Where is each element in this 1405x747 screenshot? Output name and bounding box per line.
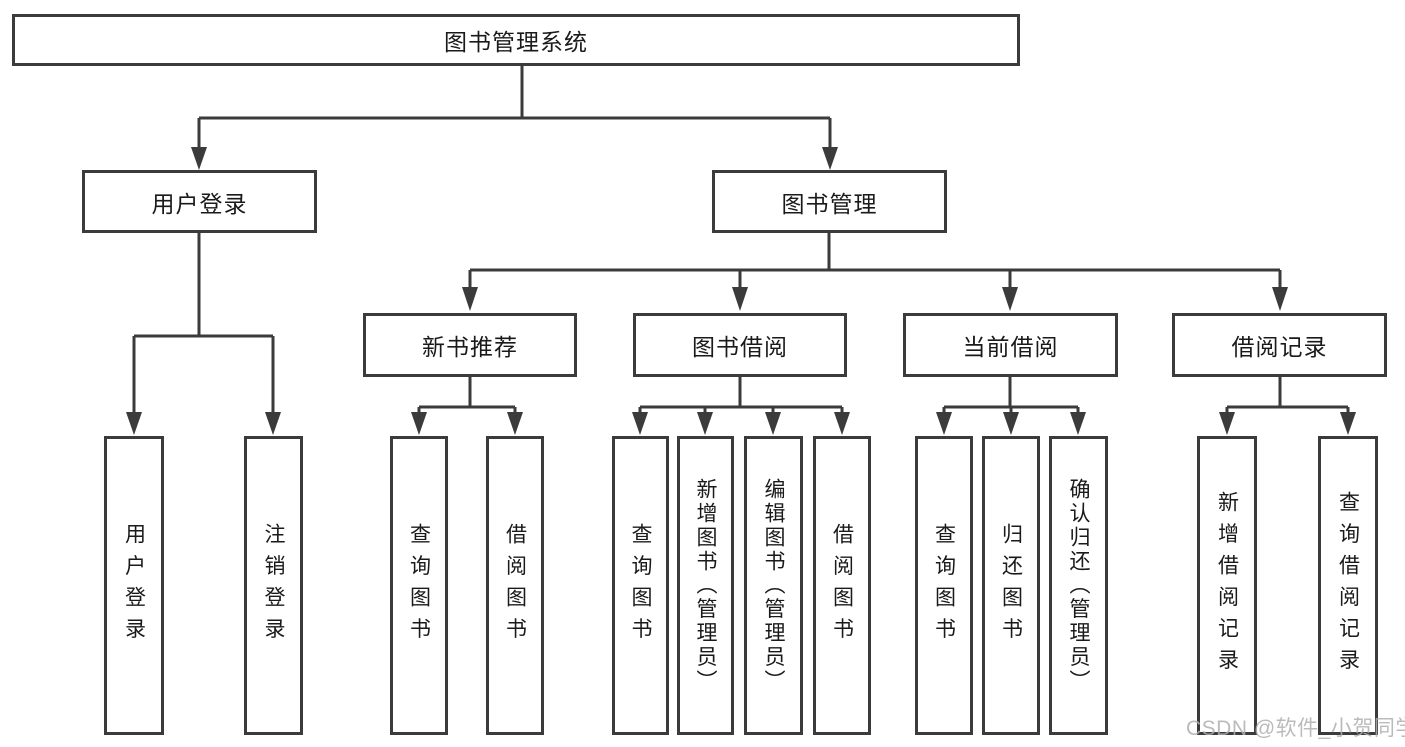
node-root: 图书管理系统: [12, 14, 1020, 66]
node-current-borrowing-label: 当前借阅: [962, 334, 1059, 360]
leaf-user-login: 用户登录: [104, 436, 164, 735]
leaf-add-books-admin: 新增图书（管理员）: [677, 436, 734, 735]
leaf-confirm-return-admin: 确认归还（管理员）: [1049, 436, 1108, 735]
node-current-borrowing: 当前借阅: [903, 313, 1118, 377]
leaf-logout-label: 注销登录: [262, 522, 285, 649]
node-user-login-label: 用户登录: [151, 190, 248, 217]
leaf-borrowing-query-books-label: 查询图书: [629, 522, 652, 649]
leaf-return-books-label: 归还图书: [999, 522, 1023, 649]
leaf-edit-books-admin-label: 编辑图书（管理员）: [762, 477, 785, 694]
leaf-borrowing-borrow-books: 借阅图书: [813, 436, 871, 735]
node-borrow-records: 借阅记录: [1172, 313, 1387, 377]
leaf-borrowing-borrow-books-label: 借阅图书: [830, 522, 854, 649]
leaf-borrowing-query-books: 查询图书: [612, 436, 669, 735]
leaf-recommend-query-books: 查询图书: [390, 436, 448, 735]
node-book-management: 图书管理: [712, 170, 947, 233]
node-new-book-recommend-label: 新书推荐: [422, 334, 518, 360]
node-book-borrowing: 图书借阅: [633, 313, 847, 377]
leaf-recommend-borrow-books-label: 借阅图书: [503, 522, 527, 649]
leaf-current-query-books: 查询图书: [915, 436, 973, 735]
leaf-add-books-admin-label: 新增图书（管理员）: [694, 477, 717, 694]
leaf-confirm-return-admin-label: 确认归还（管理员）: [1067, 477, 1090, 694]
node-book-borrowing-label: 图书借阅: [692, 334, 788, 360]
leaf-logout: 注销登录: [244, 436, 303, 735]
leaf-add-borrow-record-label: 新增借阅记录: [1215, 491, 1239, 680]
leaf-query-borrow-record: 查询借阅记录: [1318, 436, 1378, 735]
leaf-edit-books-admin: 编辑图书（管理员）: [744, 436, 803, 735]
leaf-current-query-books-label: 查询图书: [932, 522, 956, 649]
node-book-management-label: 图书管理: [781, 190, 878, 217]
leaf-add-borrow-record: 新增借阅记录: [1197, 436, 1257, 735]
csdn-watermark: CSDN @软件_小贺同学: [1186, 717, 1405, 740]
node-root-label: 图书管理系统: [444, 29, 588, 55]
leaf-return-books: 归还图书: [982, 436, 1040, 735]
leaf-recommend-borrow-books: 借阅图书: [486, 436, 544, 735]
leaf-recommend-query-books-label: 查询图书: [407, 522, 431, 649]
leaf-user-login-label: 用户登录: [122, 522, 146, 649]
node-new-book-recommend: 新书推荐: [363, 313, 577, 377]
leaf-query-borrow-record-label: 查询借阅记录: [1336, 491, 1360, 680]
node-user-login: 用户登录: [82, 170, 317, 233]
node-borrow-records-label: 借阅记录: [1231, 334, 1328, 360]
